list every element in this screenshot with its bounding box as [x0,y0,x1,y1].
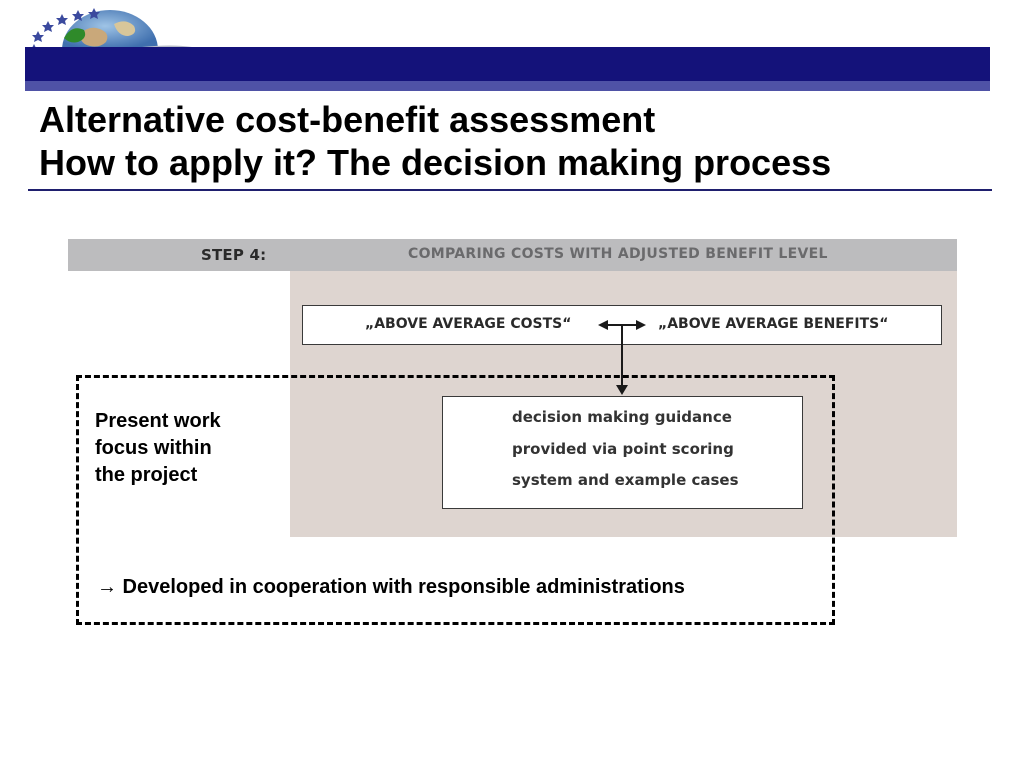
globe-stars-logo [29,8,192,50]
developed-note: → Developed in cooperation with responsi… [97,576,685,599]
focus-note: Present work focus within the project [95,408,221,489]
header-band-accent [25,81,990,91]
above-average-costs-label: „ABOVE AVERAGE COSTS“ [365,316,572,332]
guidance-box [442,396,803,509]
step-bar [68,239,957,271]
step-label: STEP 4: [201,246,267,264]
slide-subtitle: How to apply it? The decision making pro… [39,142,832,183]
slide-title: Alternative cost-benefit assessment [39,99,656,140]
focus-note-line: Present work [95,410,221,432]
title-divider [28,189,992,191]
header-band [25,47,990,81]
guidance-line: provided via point scoring [512,440,734,458]
developed-note-text: Developed in cooperation with responsibl… [117,576,685,598]
guidance-line: system and example cases [512,471,739,489]
focus-note-line: focus within [95,437,212,459]
focus-note-line: the project [95,464,198,486]
step-title: COMPARING COSTS WITH ADJUSTED BENEFIT LE… [408,246,828,262]
project-focus-frame [76,375,835,625]
guidance-line: decision making guidance [512,408,732,426]
right-arrow-icon: → [97,576,117,598]
above-average-benefits-label: „ABOVE AVERAGE BENEFITS“ [658,316,889,332]
